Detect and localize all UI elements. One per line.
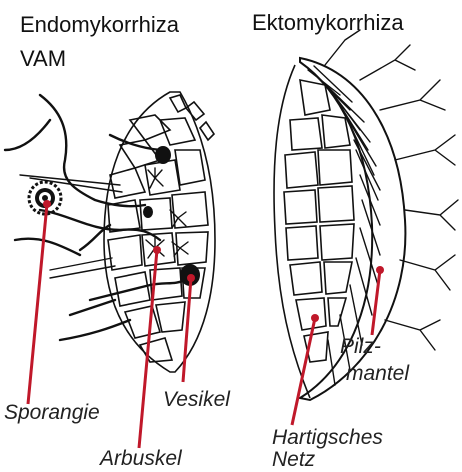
pointer-vesikel: [183, 274, 195, 382]
label-arbuskel: Arbuskel: [100, 447, 182, 471]
pointer-sporangie: [28, 200, 51, 404]
label-hartigsches-1: Hartigsches: [272, 426, 383, 450]
pointer-hartigsches-netz: [292, 314, 319, 425]
label-hartigsches-2: Netz: [272, 448, 315, 472]
label-vesikel: Vesikel: [163, 388, 230, 412]
label-sporangie: Sporangie: [4, 401, 100, 425]
vesicle-1: [155, 146, 171, 164]
label-pilzmantel-2: mantel: [346, 362, 409, 386]
label-pilzmantel-1: Pilz-: [340, 335, 381, 359]
vesicle-2: [143, 206, 153, 218]
arbuscule-1: [148, 168, 163, 188]
